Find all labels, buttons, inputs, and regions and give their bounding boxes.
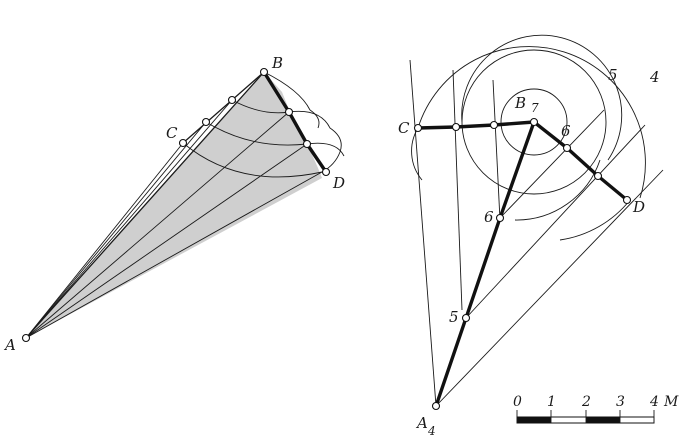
label-r-5: 5: [449, 308, 459, 326]
arc-5: [288, 110, 342, 173]
point-c: [178, 138, 188, 148]
ray-r3: [499, 109, 605, 219]
label-c: C: [166, 124, 178, 142]
label-a: A: [3, 336, 16, 354]
scale-seg-1: [517, 417, 551, 423]
point-r-d: [622, 195, 632, 205]
ray-r2: [465, 124, 646, 319]
label-r-a: A: [415, 414, 428, 432]
point-b: [259, 67, 269, 77]
point-r-a: [431, 401, 441, 411]
label-r-d: D: [632, 198, 645, 216]
point-r-6a: [562, 143, 572, 153]
scale-unit: M: [663, 394, 679, 410]
arc-4: [263, 71, 320, 129]
bold-c-b: [416, 120, 536, 130]
label-circle-4: 4: [649, 68, 660, 86]
arc-3: [182, 142, 323, 178]
ray-a-3: [25, 99, 233, 339]
label-r-6-right: 6: [561, 122, 571, 140]
point-r-d1: [593, 171, 603, 181]
vline-3: [492, 79, 501, 221]
arc-6: [306, 142, 345, 157]
label-r-6-left: 6: [484, 208, 494, 226]
circle-4: [417, 46, 646, 199]
edge-a-b: [25, 71, 265, 339]
circle-1: [500, 88, 568, 156]
label-r-c: C: [398, 119, 410, 137]
scale-bar: 0 1 2 3 4 M: [513, 394, 679, 424]
label-circle-5: 5: [608, 66, 618, 84]
ray-a-2: [25, 143, 308, 339]
point-r-b: [529, 117, 539, 127]
shaded-surface: [26, 72, 322, 338]
point-l2: [201, 117, 211, 127]
arc-2: [205, 121, 308, 146]
edge-a-c: [25, 142, 184, 339]
scale-label-4: 4: [649, 394, 659, 410]
point-l3: [284, 107, 294, 117]
point-l4: [302, 139, 312, 149]
bold-a-b: [434, 120, 536, 408]
point-r-c2: [489, 120, 499, 130]
bold-b-d: [262, 70, 328, 174]
ray-r1: [435, 169, 664, 407]
point-r-c1: [451, 122, 461, 132]
point-a: [21, 333, 31, 343]
scale-label-3: 3: [616, 394, 625, 410]
scale-label-1: 1: [547, 394, 556, 410]
label-r-b-sub: 7: [531, 101, 539, 115]
edge-a-d: [25, 171, 323, 339]
scale-label-2: 2: [581, 394, 591, 410]
point-l1: [227, 95, 237, 105]
arc-1: [231, 99, 290, 114]
edge-c-b: [182, 71, 265, 144]
vline-1: [409, 59, 437, 407]
ray-a-4: [25, 121, 207, 339]
point-r-5: [461, 313, 471, 323]
point-r-6b: [495, 213, 505, 223]
ray-a-1: [25, 111, 290, 339]
scale-seg-3: [586, 417, 620, 423]
arc-r2: [559, 199, 631, 241]
label-r-b: B: [514, 94, 526, 112]
left-view: A C B D: [3, 54, 345, 354]
vline-2: [452, 69, 463, 311]
right-view: C B 7 D A 4 6 6 5 5 4: [398, 34, 664, 438]
label-d: D: [332, 174, 345, 192]
circle-5: [461, 34, 623, 161]
point-d: [321, 167, 331, 177]
label-r-a-sub: 4: [427, 424, 436, 438]
scale-label-0: 0: [513, 394, 522, 410]
bold-b-d: [532, 120, 629, 202]
label-b: B: [271, 54, 283, 72]
point-r-c: [413, 123, 423, 133]
